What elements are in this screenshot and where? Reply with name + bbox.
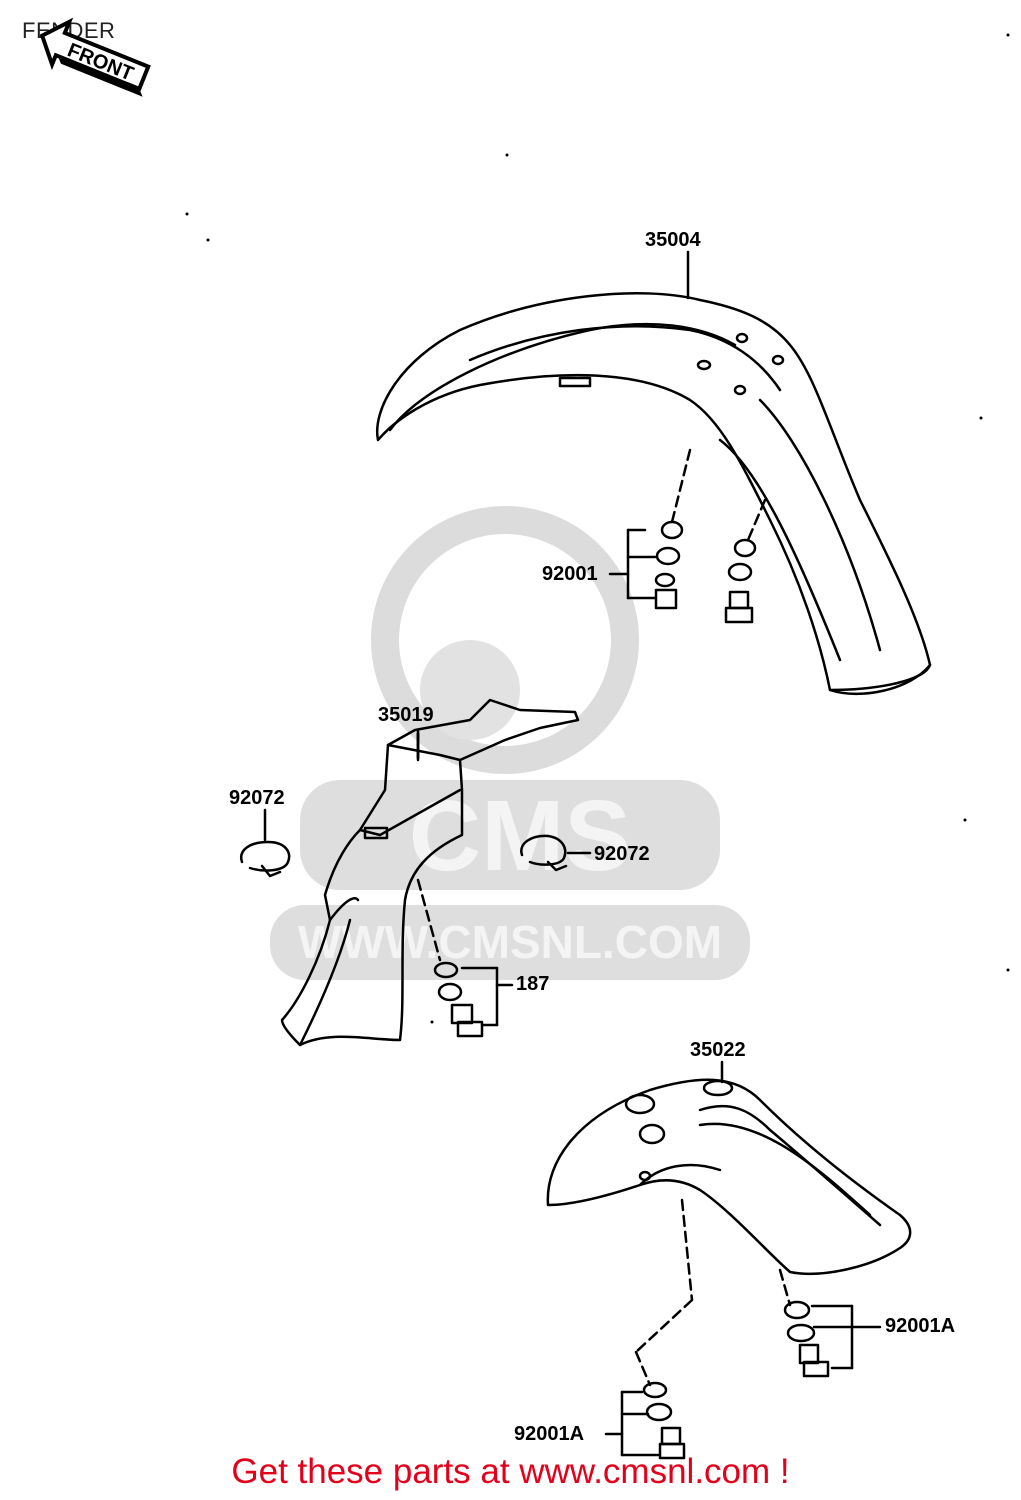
rear-bolt-set-right (778, 1268, 882, 1378)
guard-35019 (280, 698, 580, 1047)
watermark-url: WWW.CMSNL.COM (298, 916, 722, 968)
callout-92001: 92001 (542, 563, 598, 585)
callout-92072-left: 92072 (229, 787, 285, 809)
clamp-left-92072 (239, 808, 291, 878)
callout-35004: 35004 (645, 229, 701, 251)
rear-fender-35022 (546, 1060, 912, 1275)
callout-35019: 35019 (378, 704, 434, 726)
guard-bolt-187 (416, 878, 514, 1038)
clamp-right-92072 (520, 834, 592, 872)
callout-35022: 35022 (690, 1039, 746, 1061)
front-fender-35004 (375, 250, 932, 696)
front-arrow-badge: FRONT (39, 17, 151, 97)
callout-187: 187 (516, 973, 550, 995)
rear-bolt-set-left (604, 1198, 694, 1460)
front-bolt-set (608, 448, 767, 624)
callout-92001a-right: 92001A (885, 1315, 956, 1337)
scan-specks (185, 33, 1010, 1024)
callout-92072-right: 92072 (594, 843, 650, 865)
callout-92001a-left: 92001A (514, 1423, 585, 1445)
footer-parts-link[interactable]: Get these parts at www.cmsnl.com ! (231, 1452, 790, 1491)
